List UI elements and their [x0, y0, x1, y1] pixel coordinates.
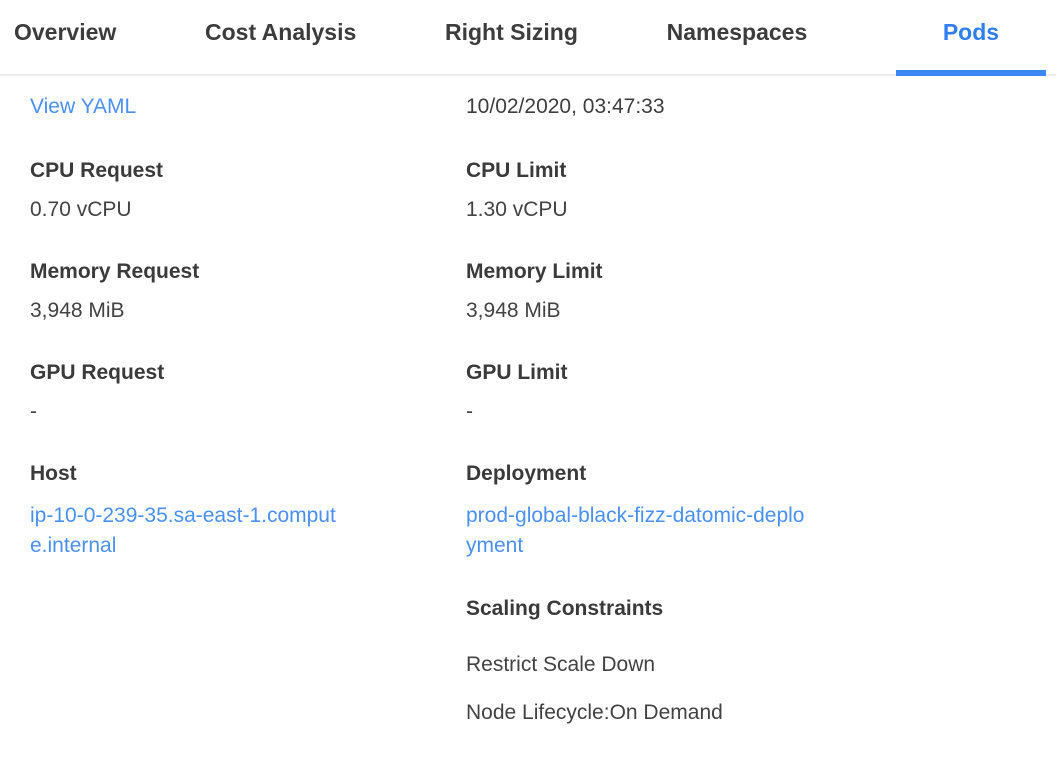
- host-link[interactable]: ip-10-0-239-35.sa-east-1.compute.interna…: [30, 504, 336, 557]
- scaling-constraints-label: Scaling Constraints: [466, 597, 664, 620]
- memory-request-label: Memory Request: [30, 260, 200, 283]
- gpu-request-value: -: [30, 400, 37, 423]
- view-yaml-link[interactable]: View YAML: [30, 95, 137, 118]
- gpu-limit-label: GPU Limit: [466, 361, 568, 384]
- tab-overview[interactable]: Overview: [14, 19, 117, 45]
- tab-right-sizing[interactable]: Right Sizing: [445, 19, 578, 45]
- memory-request-value: 3,948 MiB: [30, 299, 125, 322]
- pod-details-content: View YAML 10/02/2020, 03:47:33 CPU Reque…: [0, 76, 1056, 725]
- cpu-request-value: 0.70 vCPU: [30, 198, 132, 221]
- memory-limit-value: 3,948 MiB: [466, 299, 561, 322]
- deployment-field: Deployment prod-global-black-fizz-datomi…: [466, 462, 1026, 561]
- tab-namespaces[interactable]: Namespaces: [666, 19, 808, 45]
- gpu-limit-field: GPU Limit -: [466, 361, 1026, 424]
- memory-limit-label: Memory Limit: [466, 260, 603, 283]
- gpu-request-field: GPU Request -: [30, 361, 466, 424]
- pod-timestamp: 10/02/2020, 03:47:33: [466, 95, 665, 118]
- cpu-request-label: CPU Request: [30, 159, 164, 182]
- host-deployment-row: Host ip-10-0-239-35.sa-east-1.compute.in…: [30, 462, 1026, 725]
- memory-row: Memory Request 3,948 MiB Memory Limit 3,…: [30, 260, 1026, 361]
- meta-row: View YAML 10/02/2020, 03:47:33: [30, 95, 1026, 119]
- memory-request-field: Memory Request 3,948 MiB: [30, 260, 466, 323]
- deployment-label: Deployment: [466, 462, 587, 485]
- tab-bar: Overview Cost Analysis Right Sizing Name…: [0, 0, 1056, 76]
- host-label: Host: [30, 462, 77, 485]
- deployment-and-scaling: Deployment prod-global-black-fizz-datomi…: [466, 462, 1026, 725]
- tab-pods[interactable]: Pods: [895, 0, 1046, 76]
- gpu-request-label: GPU Request: [30, 361, 165, 384]
- tab-cost-analysis[interactable]: Cost Analysis: [205, 19, 357, 45]
- host-field: Host ip-10-0-239-35.sa-east-1.compute.in…: [30, 462, 466, 687]
- gpu-limit-value: -: [466, 400, 473, 423]
- deployment-link[interactable]: prod-global-black-fizz-datomic-deploymen…: [466, 504, 805, 557]
- cpu-row: CPU Request 0.70 vCPU CPU Limit 1.30 vCP…: [30, 159, 1026, 260]
- scaling-constraints-section: Scaling Constraints Restrict Scale Down …: [466, 597, 1026, 725]
- cpu-limit-label: CPU Limit: [466, 159, 567, 182]
- memory-limit-field: Memory Limit 3,948 MiB: [466, 260, 1026, 323]
- scaling-constraint-restrict-scale-down: Restrict Scale Down: [466, 653, 656, 676]
- cpu-limit-field: CPU Limit 1.30 vCPU: [466, 159, 1026, 222]
- scaling-constraint-node-lifecycle: Node Lifecycle:On Demand: [466, 701, 723, 724]
- gpu-row: GPU Request - GPU Limit -: [30, 361, 1026, 462]
- cpu-limit-value: 1.30 vCPU: [466, 198, 568, 221]
- cpu-request-field: CPU Request 0.70 vCPU: [30, 159, 466, 222]
